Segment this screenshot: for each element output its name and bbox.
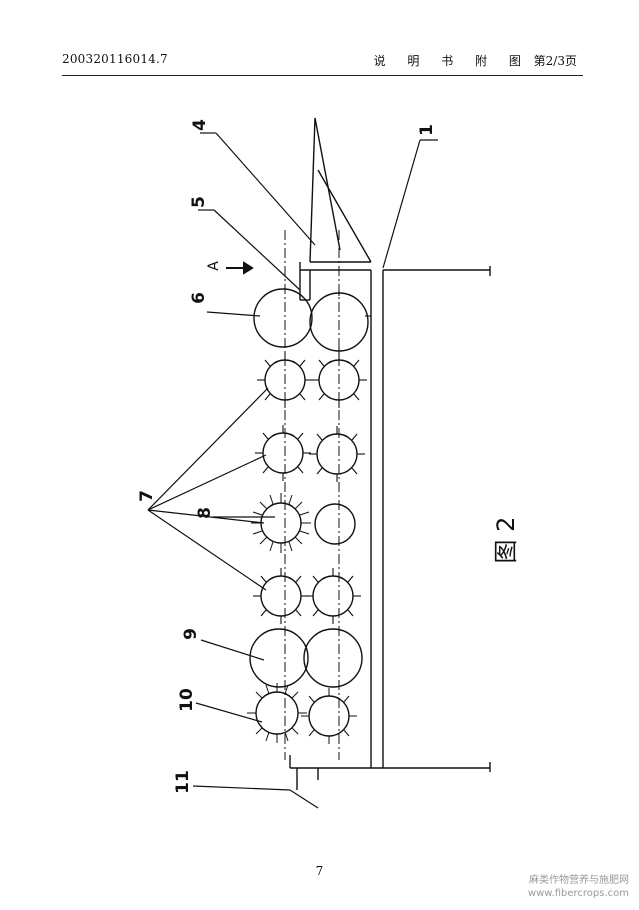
callout-7: 7	[137, 490, 157, 502]
watermark: 麻类作物营养与施肥网 www.fibercrops.com	[528, 874, 629, 900]
leader-lines	[147, 132, 438, 809]
page-number: 7	[315, 864, 324, 878]
spiked-roller-lower-3	[309, 426, 365, 482]
spiked-roller-upper-4	[253, 568, 309, 624]
spiked-roller-lower-5	[305, 568, 361, 624]
roller-center-lines	[284, 230, 340, 760]
spiked-roller-lower-7	[301, 688, 357, 744]
roller-lower-1	[309, 290, 371, 354]
header-rule	[62, 75, 583, 76]
callout-1: 1	[417, 124, 437, 136]
figure-caption: 图 2	[492, 517, 520, 564]
callout-6: 6	[189, 292, 209, 304]
arrow-label-a: A	[206, 261, 222, 271]
upper-roller-row	[247, 288, 313, 743]
callout-9: 9	[181, 628, 201, 640]
watermark-title: 麻类作物营养与施肥网	[529, 875, 629, 886]
roller-6	[253, 288, 313, 348]
lower-roller-row	[301, 290, 371, 744]
machine-frame	[289, 117, 491, 790]
roller-lower-6	[303, 628, 363, 688]
callout-5: 5	[189, 196, 209, 208]
callout-4: 4	[190, 119, 210, 131]
roller-lower-4	[314, 503, 356, 545]
watermark-url: www.fibercrops.com	[527, 888, 629, 899]
callout-11: 11	[173, 770, 193, 794]
callout-labels: 4 1 5 6 7 8 9 10 11 A	[137, 119, 437, 794]
roller-9	[249, 628, 309, 688]
header-right: 说 明 书 附 图 第2/3页	[374, 52, 577, 69]
arrow-a-icon	[226, 261, 254, 275]
callout-8: 8	[195, 507, 215, 519]
page-info: 第2/3页	[533, 54, 577, 68]
spiked-roller-10	[247, 683, 307, 743]
spiked-roller-lower-2	[311, 352, 367, 408]
document-number: 200320116014.7	[62, 52, 168, 66]
section-title: 说 明 书 附 图	[373, 54, 530, 68]
spiked-roller-upper-1	[257, 352, 313, 408]
spiked-roller-8	[251, 493, 311, 553]
callout-10: 10	[177, 688, 197, 712]
spiked-roller-upper-2	[255, 425, 311, 481]
